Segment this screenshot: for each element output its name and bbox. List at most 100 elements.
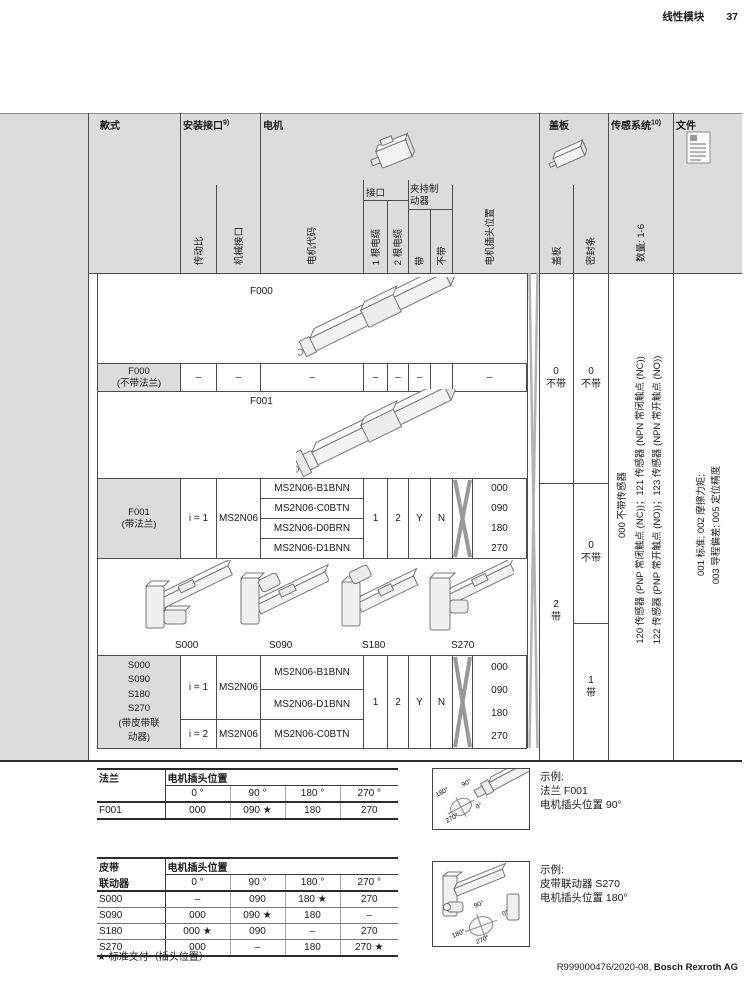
cover-top-code: 0 [553,366,559,377]
brake-group-label-1: 夹持制 [410,184,439,195]
row-f000-style: F000(不带法兰) [97,363,181,392]
belt-s000-val-0: – [165,890,230,908]
belt-table-group-header: 电机插头位置 [165,857,398,875]
flange-example-text: 示例: 法兰 F001 电机插头位置 90° [540,770,622,812]
cover-icon [548,138,588,169]
f001-image-label: F001 [250,396,273,407]
grid-vline [608,113,609,760]
f001-name: F001 [128,507,150,518]
flange-row-label: F001 [97,801,166,820]
f000-name: F000 [128,366,150,377]
tall-cross-connector-icon [528,273,539,748]
f001-plug-2: 180 [491,522,508,534]
grid-vline [673,113,674,760]
belt-col-180: 180 ° [284,874,340,891]
s-brake-without-cell: N [430,655,453,749]
belt-module-image-s270 [428,560,514,631]
grid-vline [527,273,528,748]
f000-brake-without-cell [430,363,453,392]
f001-code-cell-1: MS2N06-C0BTN [260,498,364,519]
belt-s180-val-1: 090 [229,923,285,940]
s-g1-code-cell-1: MS2N06-D1BNN [260,689,364,720]
grid-vline [408,180,409,273]
belt-s090-val-1: 090 ★ [229,907,285,924]
grid-vline [363,180,364,273]
belt-s270-val-3: 270 ★ [339,939,398,957]
s-cable1-cell: 1 [363,655,388,749]
s-g1-ratio-cell: i = 1 [180,655,217,720]
document-icon [686,131,711,164]
seal-option-1: 0 不带 [574,365,608,391]
flange-val-3: 270 [339,801,398,820]
s-plug-0: 000 [491,662,508,673]
belt-row-s090-label: S090 [97,907,166,924]
s090-image-label: S090 [269,640,293,651]
f000-ratio-cell: – [180,363,217,392]
band-bottom-line [88,273,742,274]
s-brake-with-cell: Y [408,655,431,749]
flange-val-2: 180 [284,801,340,820]
left-margin-band [0,273,88,760]
f001-name-sub: (带法兰) [121,518,157,530]
f001-mech-cell: MS2N06 [216,478,261,559]
belt-s270-val-0: 000 [165,939,230,957]
belt-example-line3: 电机插头位置 180° [540,892,628,904]
grid-vline [180,113,181,273]
grid-vline [88,113,89,760]
seal-option-3: 1 带 [574,674,608,700]
belt-s180-val-2: – [284,923,340,940]
belt-example-line2: 皮带联动器 S270 [540,878,620,890]
belt-s000-val-1: 090 [229,890,285,908]
interface-group-line [363,200,408,201]
linear-module-image-f001 [296,389,456,478]
belt-s090-val-2: 180 [284,907,340,924]
belt-example-line1: 示例: [540,864,564,876]
belt-angle-180: 180° [451,927,467,940]
belt-col-270: 270 ° [339,874,398,891]
footer-doc-number: R999000476/2020-08, [556,962,652,973]
seal-2-code: 0 [588,540,594,551]
cover-option-bottom: 2 带 [539,598,573,624]
f000-name-sub: (不带法兰) [116,377,162,389]
belt-s180-val-0: 000 ★ [165,923,230,940]
belt-col-0: 0 ° [191,877,204,888]
belt-s090-val-3: – [339,907,398,924]
flange-angle-0: 0° [474,801,484,811]
col-docs-label: 文件 [676,121,696,132]
belt-table-title-1: 皮带 [97,857,166,875]
f000-plug-cell: – [452,363,527,392]
s-g2-ratio-cell: i = 2 [180,719,217,749]
belt-row-s180-label: S180 [97,923,166,940]
s000-image-label: S000 [175,640,199,651]
interface-group-label: 接口 [366,188,386,199]
flange-val-0: 000 [165,801,230,820]
belt-plug-table: 皮带 电机插头位置 联动器 0 ° 90 ° 180 ° 270 ° S000 … [97,857,398,957]
f001-code-cell-0: MS2N06-B1BNN [260,478,364,499]
belt-module-image-s000 [144,560,233,629]
grid-vline [260,113,261,273]
grid-vline [539,113,540,760]
cover-top-text: 不带 [546,379,566,390]
seal-2-text: 不带 [581,553,601,564]
belt-angle-90: 90° [473,899,485,910]
s-g2-code-cell-0: MS2N06-C0BTN [260,719,364,749]
belt-module-image-s090 [239,563,329,625]
standard-delivery-footnote: ★ 标准交付（插头位置） [97,952,209,963]
flange-example-line3: 电机插头位置 90° [540,799,622,811]
grid-vline [430,209,431,273]
cover-option-top: 0 不带 [539,365,573,391]
flange-example-diagram: 90° 180° 0° 270° [434,755,533,825]
belt-s000-val-2: 180 ★ [284,890,340,908]
f001-cable1-cell: 1 [363,478,388,559]
cover-bottom-code: 2 [553,599,559,610]
band-top-line [0,113,742,114]
s180-image-label: S180 [362,640,386,651]
f001-code-cell-2: MS2N06-D0BRN [260,518,364,539]
col-sensor-label: 传感系统10) [611,119,662,132]
f001-plug-3: 270 [491,542,508,554]
flange-plug-table: 法兰 电机插头位置 0 ° 90 ° 180 ° 270 ° F001 000 … [97,768,398,820]
flange-col-270: 270 ° [339,785,398,802]
s-g2-mech-cell: MS2N06 [216,719,261,749]
